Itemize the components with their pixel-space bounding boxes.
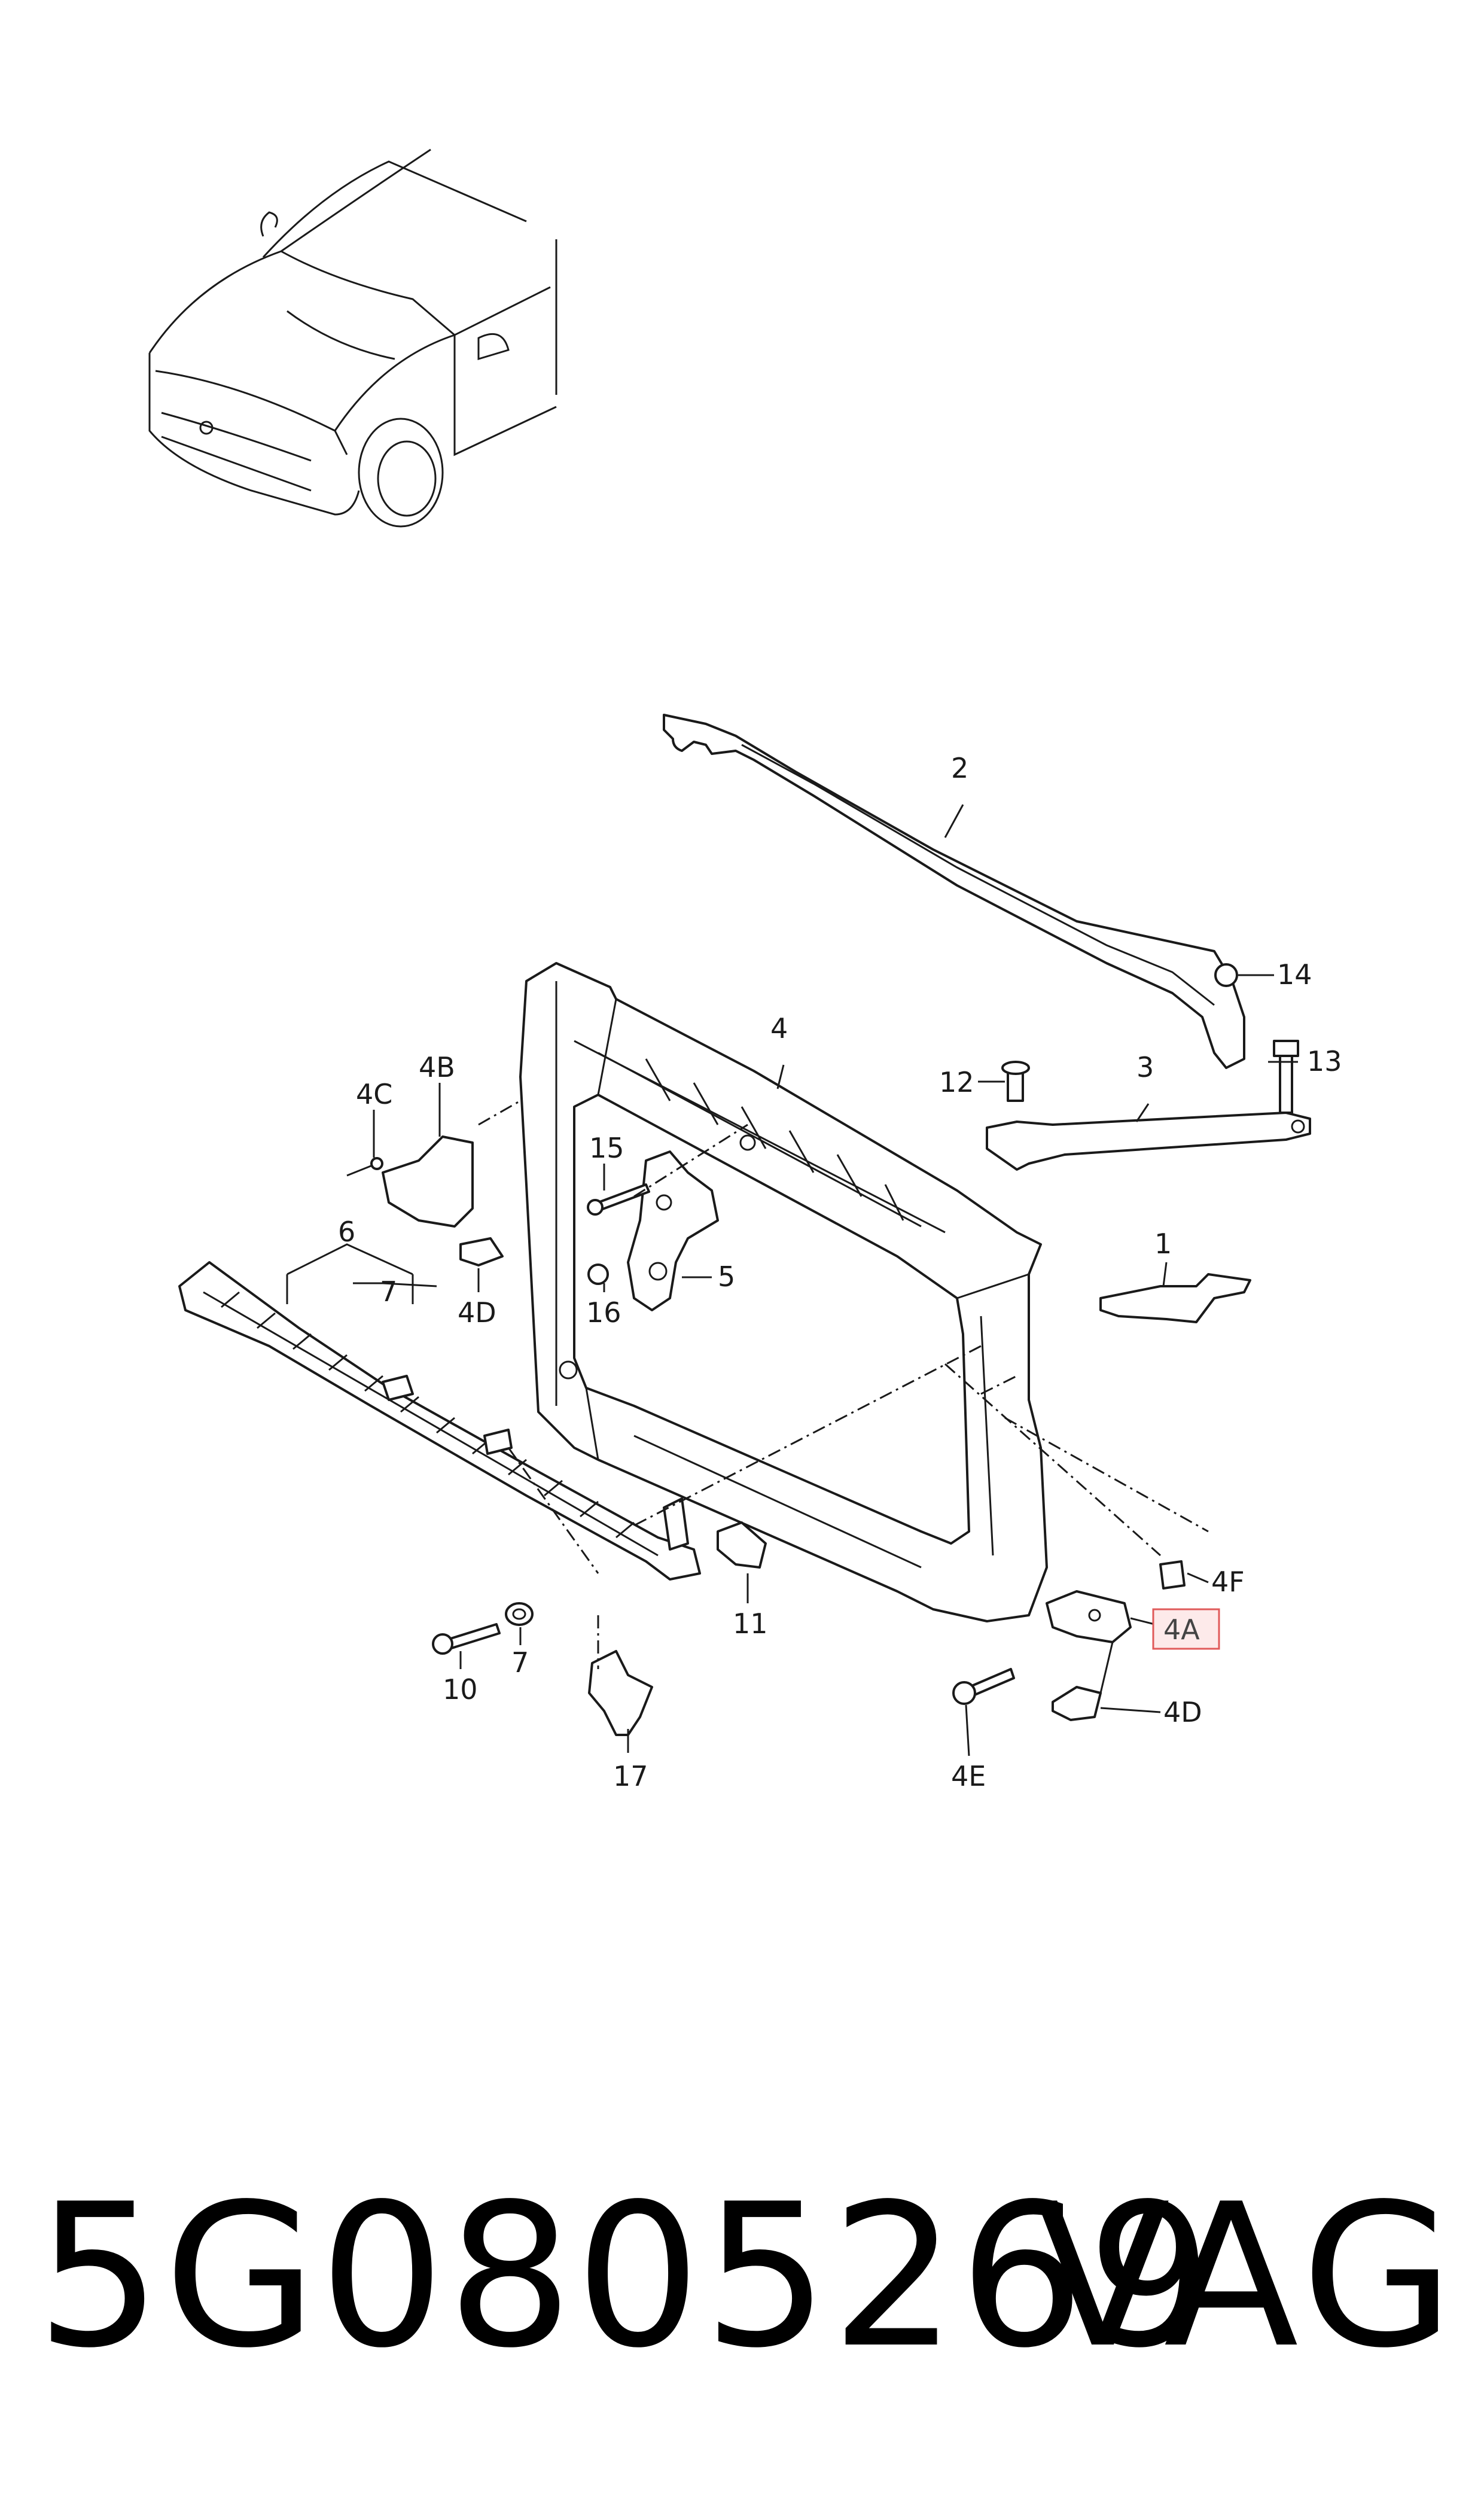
callout-17: 17 <box>613 1760 648 1792</box>
callout-6: 6 <box>338 1216 355 1248</box>
callout-7-bottom: 7 <box>511 1646 529 1679</box>
callout-4: 4 <box>770 1012 788 1045</box>
part-4B-bracket <box>382 1135 474 1228</box>
callout-5: 5 <box>718 1260 735 1293</box>
car-thumbnail <box>148 148 557 528</box>
callout-4B: 4B <box>419 1051 455 1083</box>
callout-4D-right: 4D <box>1163 1696 1202 1728</box>
part-number: 5G0805269 <box>36 2161 1215 2391</box>
part-3-strut <box>986 1112 1311 1171</box>
callout-1: 1 <box>1154 1228 1172 1260</box>
part-17-bracket <box>588 1650 653 1736</box>
callout-4C: 4C <box>356 1078 392 1110</box>
part-11-clip <box>717 1521 767 1569</box>
highlight-box-4A <box>1152 1608 1220 1650</box>
callout-3: 3 <box>1136 1051 1154 1083</box>
brand-label: VAG <box>1035 2161 1460 2391</box>
callout-4E: 4E <box>951 1760 986 1792</box>
callout-4D-left: 4D <box>458 1296 496 1329</box>
callout-15: 15 <box>589 1132 624 1164</box>
callout-14: 14 <box>1277 958 1312 991</box>
callout-16: 16 <box>586 1296 621 1329</box>
footer: 5G0805269 VAG <box>0 2178 1484 2429</box>
callout-4F: 4F <box>1211 1566 1245 1598</box>
callout-10: 10 <box>443 1673 478 1706</box>
part-2-upper-cross-member <box>663 714 1245 1069</box>
callout-13: 13 <box>1307 1045 1342 1077</box>
callout-12: 12 <box>939 1066 974 1098</box>
part-1-bracket <box>1099 1273 1251 1323</box>
part-6-grille-support <box>178 1261 701 1581</box>
callout-11: 11 <box>733 1607 768 1640</box>
callout-4A: 4A <box>1163 1613 1200 1646</box>
parts-diagram: 2 4 3 12 13 14 1 5 15 16 4B 4C 4D 6 7 10… <box>148 148 1342 1792</box>
callout-7-top: 7 <box>380 1275 397 1308</box>
callout-2: 2 <box>951 752 968 784</box>
